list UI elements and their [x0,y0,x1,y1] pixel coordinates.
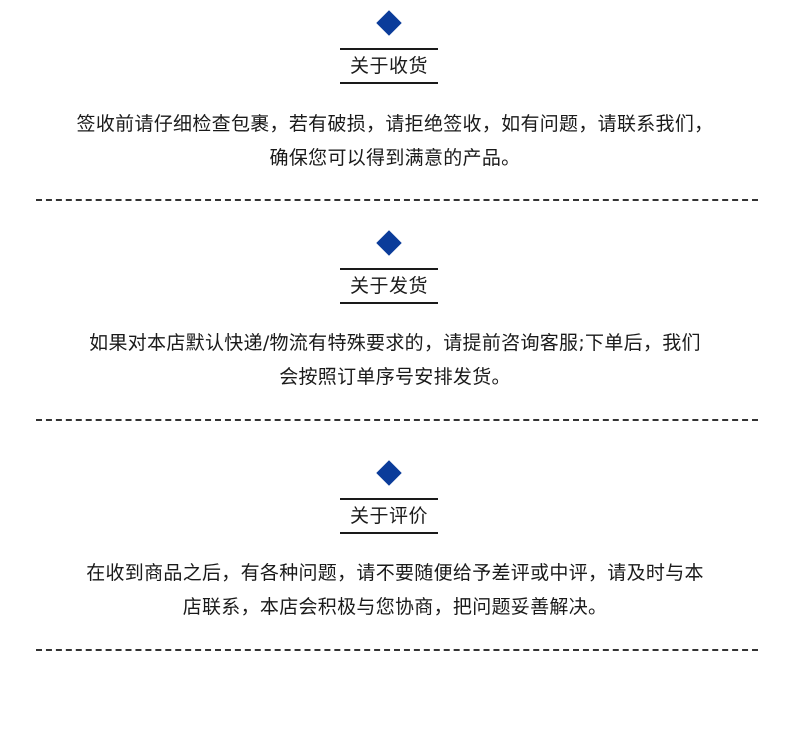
dashed-divider [36,649,758,651]
section-title-frame: 关于评价 [340,498,438,534]
section-title: 关于收货 [349,55,428,77]
text-line: 确保您可以得到满意的产品。 [269,147,521,169]
dashed-divider [36,199,758,201]
section-title: 关于评价 [349,505,428,527]
dashed-divider [36,419,758,421]
text-line: 在收到商品之后，有各种问题，请不要随便给予差评或中评，请及时与本 [86,562,704,584]
diamond-icon [376,230,402,256]
text-line: 签收前请仔细检查包裹，若有破损，请拒绝签收，如有问题，请联系我们， [76,113,714,135]
text-line: 如果对本店默认快递/物流有特殊要求的，请提前咨询客服;下单后，我们 [89,332,701,354]
section-title: 关于发货 [349,275,428,297]
diamond-icon [376,460,402,486]
diamond-icon [376,10,402,36]
section-text: 如果对本店默认快递/物流有特殊要求的，请提前咨询客服;下单后，我们 会按照订单序… [40,326,750,394]
text-line: 店联系，本店会积极与您协商，把问题妥善解决。 [182,596,608,618]
text-line: 会按照订单序号安排发货。 [279,366,511,388]
section-text: 签收前请仔细检查包裹，若有破损，请拒绝签收，如有问题，请联系我们， 确保您可以得… [40,107,750,175]
section-text: 在收到商品之后，有各种问题，请不要随便给予差评或中评，请及时与本 店联系，本店会… [40,556,750,624]
section-title-frame: 关于发货 [340,268,438,304]
section-title-frame: 关于收货 [340,48,438,84]
